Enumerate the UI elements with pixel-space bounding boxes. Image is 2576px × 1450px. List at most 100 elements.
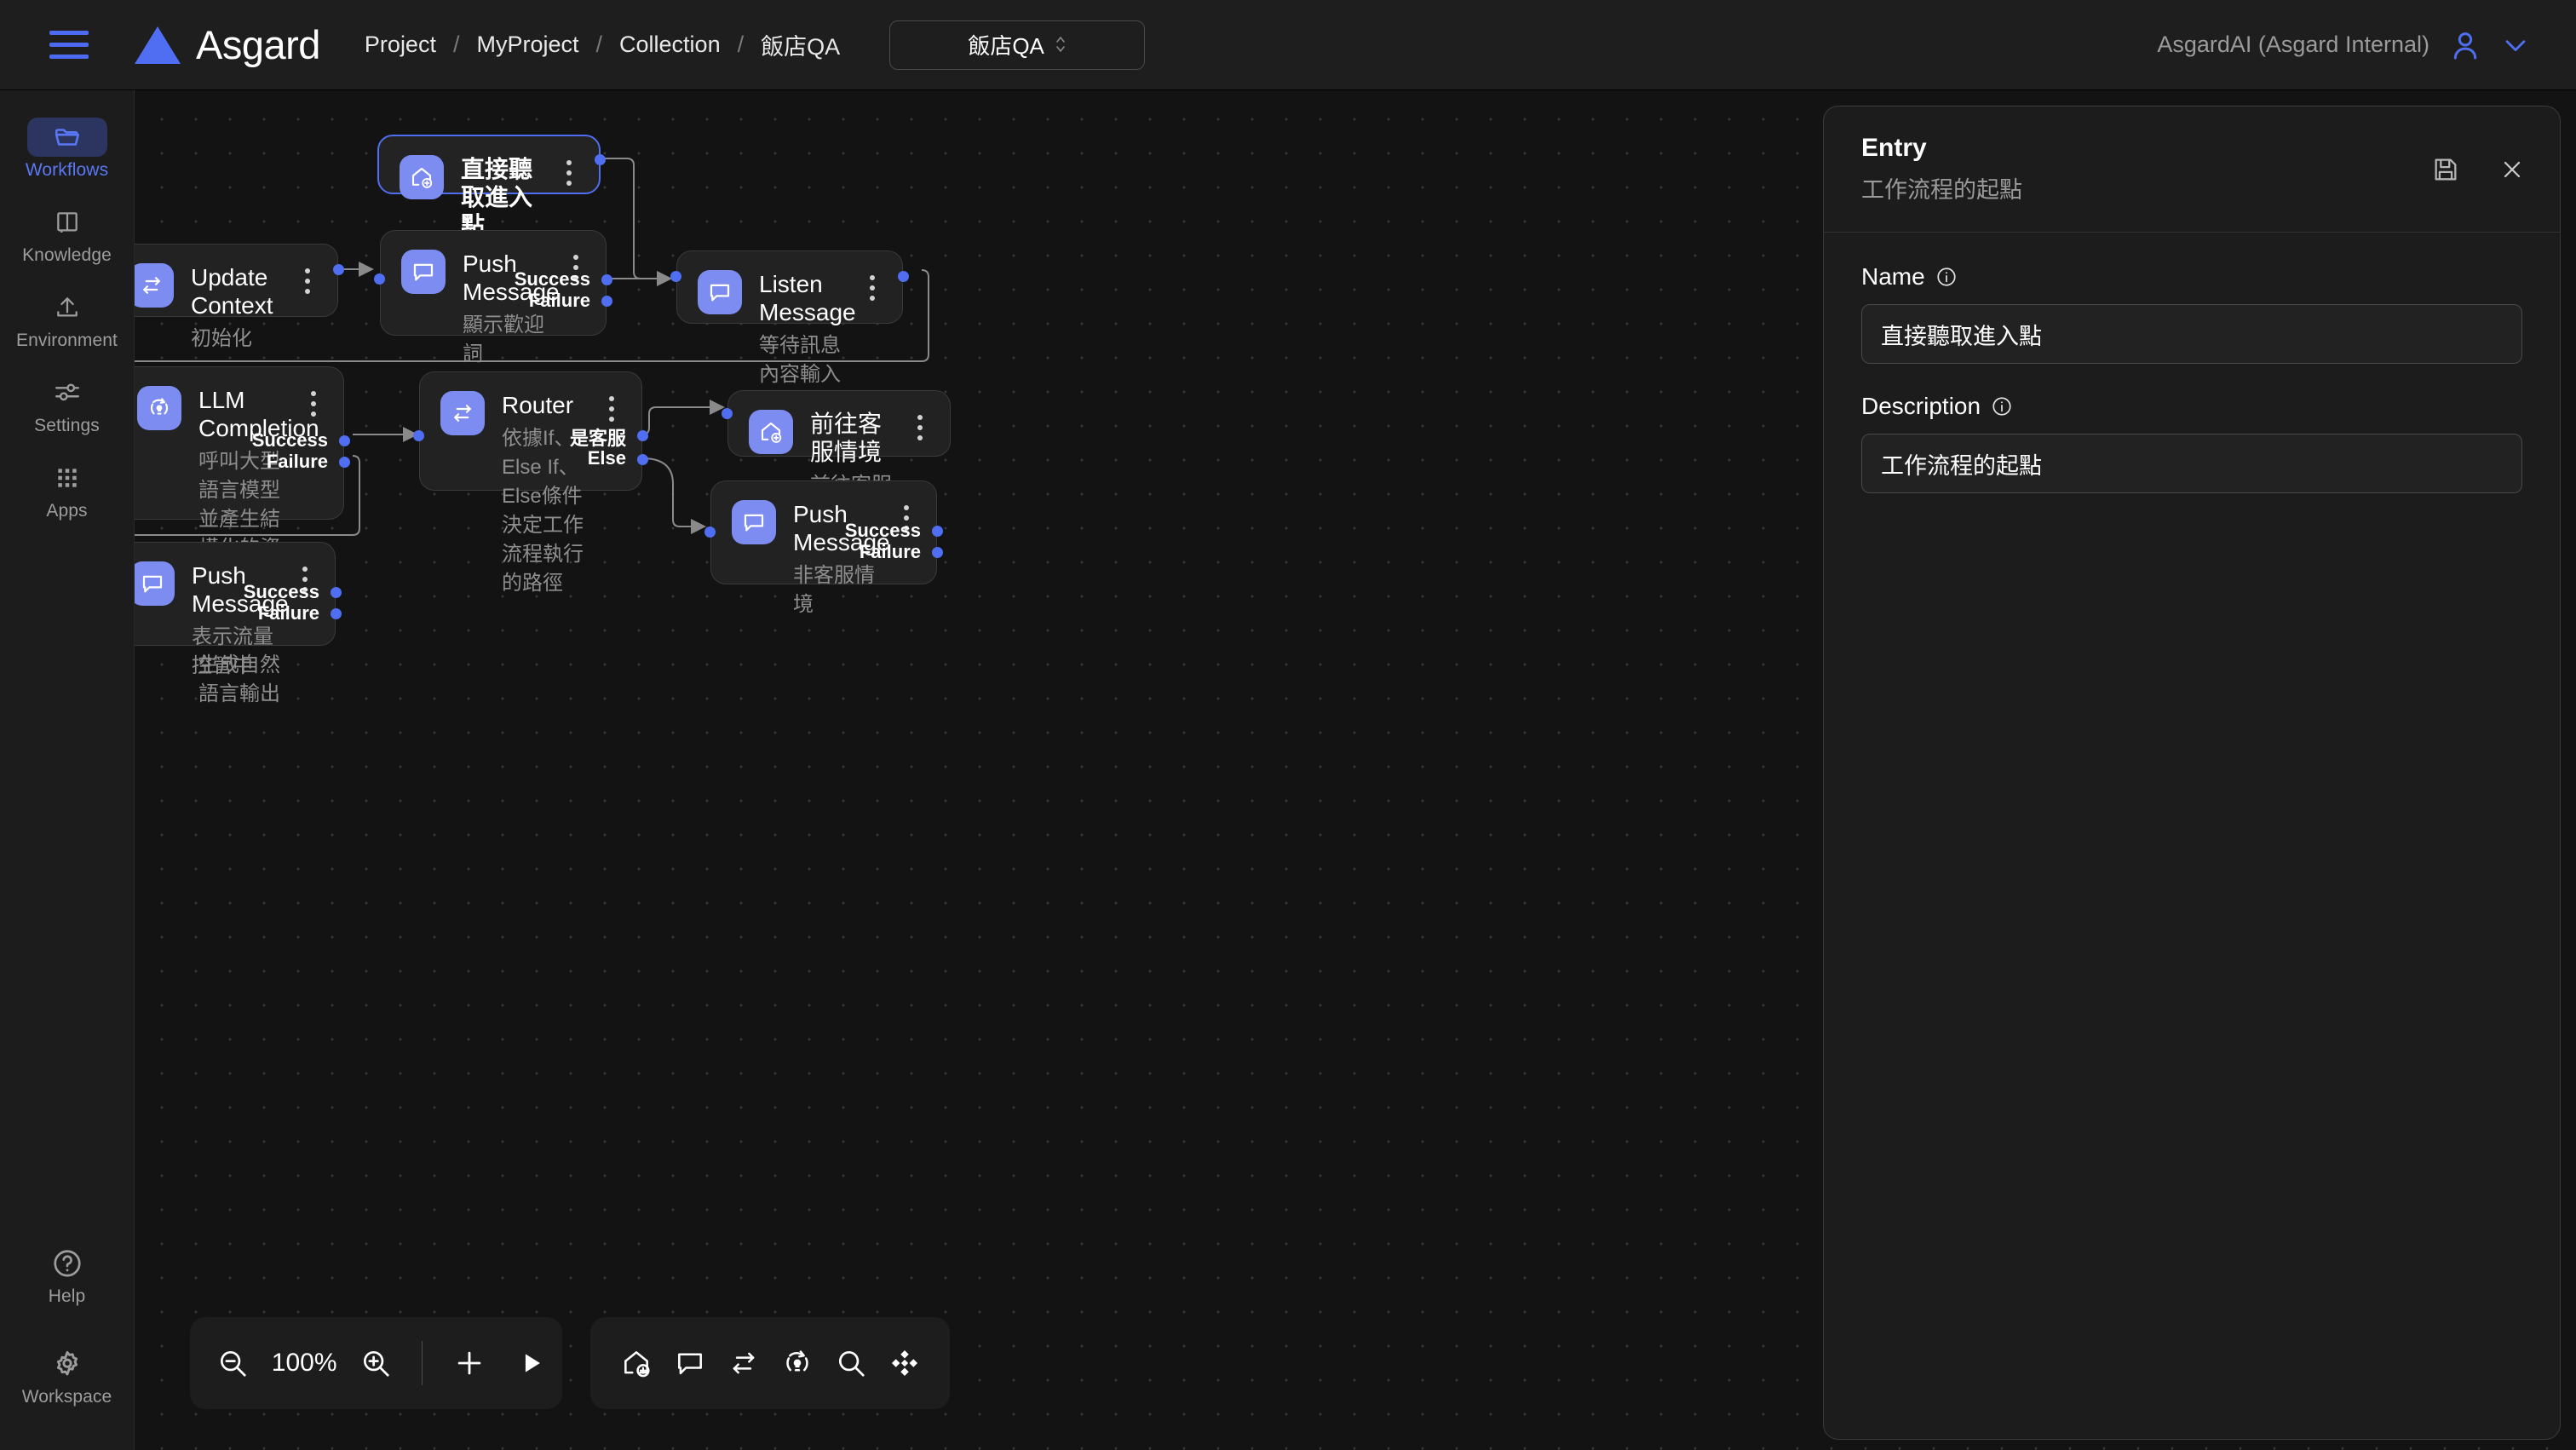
node-output-port[interactable] xyxy=(898,271,909,282)
node-subtitle: 表示流量控管中 xyxy=(192,625,273,678)
chat-bubble-icon[interactable] xyxy=(664,1338,716,1389)
node-output-port-success[interactable] xyxy=(932,526,943,537)
home-plus-icon xyxy=(400,155,444,199)
node-title: Router xyxy=(502,392,574,418)
node-title: Push Message xyxy=(463,250,560,306)
node-input-port[interactable] xyxy=(722,408,733,419)
workflow-node-llm-completion[interactable]: LLM Completion 呼叫大型語言模型並產生結構化的資料輸出以輔助流程的… xyxy=(135,366,350,705)
workflow-node-entry[interactable]: 直接聽取進入點 工作流程的起點 xyxy=(377,135,606,328)
workflow-node-update-context[interactable]: Update Context 初始化 xyxy=(135,244,344,350)
workflow-node-listen-message[interactable]: Listen Message 等待訊息內容輸入 xyxy=(670,250,909,386)
breadcrumb: Project / MyProject / Collection / 飯店QA xyxy=(365,28,840,61)
description-input[interactable] xyxy=(1861,434,2522,493)
save-disk-icon[interactable] xyxy=(2429,152,2463,187)
node-output-port-failure[interactable] xyxy=(601,296,612,307)
breadcrumb-item-myproject[interactable]: MyProject xyxy=(476,32,579,57)
search-icon[interactable] xyxy=(825,1338,877,1389)
node-input-port[interactable] xyxy=(670,271,681,282)
sidebar-item-workflows[interactable]: Workflows xyxy=(17,114,118,187)
workflow-node-push-nonservice[interactable]: Push Message 非客服情境 Success Failure xyxy=(704,480,943,616)
brand-logo[interactable]: Asgard xyxy=(135,21,320,68)
sidebar-item-knowledge[interactable]: Knowledge xyxy=(17,199,118,273)
account-area[interactable]: AsgardAI (Asgard Internal) xyxy=(2157,28,2530,62)
chat-bubble-icon xyxy=(732,500,776,544)
workflow-node-goto-service[interactable]: 前往客服情境 前往客服情境 xyxy=(722,390,951,526)
workflow-node-router[interactable]: Router 依據If、Else If、Else條件決定工作流程執行的路徑 是客… xyxy=(413,371,648,595)
sidebar-item-apps[interactable]: Apps xyxy=(17,455,118,528)
llm-bulb-icon[interactable] xyxy=(772,1338,823,1389)
chevron-updown-icon xyxy=(1055,34,1067,55)
sidebar-item-settings[interactable]: Settings xyxy=(17,370,118,443)
description-label-text: Description xyxy=(1861,393,1981,419)
chevron-down-icon[interactable] xyxy=(2501,31,2530,60)
question-circle-icon xyxy=(27,1244,107,1283)
hamburger-menu-icon[interactable] xyxy=(49,28,90,62)
left-sidebar: Workflows Knowledge Environment xyxy=(0,90,135,1450)
node-output-label-else: Else xyxy=(587,447,626,469)
node-output-port-yes-service[interactable] xyxy=(637,430,648,441)
run-workflow-button[interactable] xyxy=(500,1332,562,1395)
node-input-port[interactable] xyxy=(413,430,424,441)
node-title: Push Message xyxy=(793,501,890,556)
node-input-port[interactable] xyxy=(704,526,716,538)
info-icon[interactable] xyxy=(1991,395,2013,417)
node-output-port-else[interactable] xyxy=(637,454,648,465)
node-menu-icon[interactable] xyxy=(909,413,931,442)
zoom-level[interactable]: 100% xyxy=(271,1349,337,1377)
node-output-label-success: Success xyxy=(251,429,328,451)
node-output-port-success[interactable] xyxy=(331,587,342,598)
node-output-port-success[interactable] xyxy=(339,435,350,446)
node-title: 直接聽取進入點 xyxy=(461,156,533,239)
sidebar-item-workspace[interactable]: Workspace xyxy=(17,1341,118,1414)
node-output-port-failure[interactable] xyxy=(331,608,342,619)
sidebar-item-label: Workflows xyxy=(25,160,109,180)
top-bar: Asgard Project / MyProject / Collection … xyxy=(0,0,2576,90)
upload-icon xyxy=(27,288,107,327)
add-node-button[interactable] xyxy=(438,1332,500,1395)
node-menu-icon[interactable] xyxy=(294,565,316,594)
close-x-icon[interactable] xyxy=(2495,152,2529,187)
node-subtitle: 等待訊息內容輸入 xyxy=(759,334,841,387)
breadcrumb-item-project[interactable]: Project xyxy=(364,32,436,57)
node-output-port-failure[interactable] xyxy=(932,547,943,558)
node-input-port[interactable] xyxy=(374,273,385,285)
swap-arrows-icon xyxy=(440,391,485,435)
description-field-label: Description xyxy=(1861,393,2522,420)
collection-selector[interactable]: 飯店QA xyxy=(889,20,1146,70)
sidebar-item-environment[interactable]: Environment xyxy=(16,285,118,358)
name-field-label: Name xyxy=(1861,263,2522,291)
move-arrows-icon[interactable] xyxy=(879,1338,930,1389)
name-label-text: Name xyxy=(1861,263,1925,290)
breadcrumb-item-current[interactable]: 飯店QA xyxy=(761,34,841,60)
breadcrumb-item-collection[interactable]: Collection xyxy=(619,32,721,57)
zoom-toolbar: 100% xyxy=(190,1317,562,1409)
grid-dots-icon xyxy=(27,458,107,498)
node-menu-icon[interactable] xyxy=(895,503,917,532)
info-icon[interactable] xyxy=(1935,266,1958,288)
node-menu-icon[interactable] xyxy=(861,273,883,302)
name-input[interactable] xyxy=(1861,304,2522,364)
zoom-out-icon[interactable] xyxy=(202,1332,264,1395)
node-menu-icon[interactable] xyxy=(565,253,587,282)
chat-bubble-icon xyxy=(135,561,175,606)
workflow-node-push-welcome[interactable]: Push Message 顯示歡迎詞 Success Failure xyxy=(374,230,612,365)
node-menu-icon[interactable] xyxy=(302,389,325,418)
node-menu-icon[interactable] xyxy=(558,158,580,187)
sidebar-item-help[interactable]: Help xyxy=(17,1240,118,1314)
node-output-port[interactable] xyxy=(595,154,606,165)
brand-name: Asgard xyxy=(196,22,320,67)
node-menu-icon[interactable] xyxy=(601,394,623,423)
node-menu-icon[interactable] xyxy=(296,267,319,296)
home-plus-icon[interactable] xyxy=(611,1338,662,1389)
zoom-in-icon[interactable] xyxy=(344,1332,406,1395)
collection-selector-value: 飯店QA xyxy=(968,33,1044,59)
user-avatar-icon[interactable] xyxy=(2448,28,2482,62)
chat-bubble-icon xyxy=(401,250,446,294)
sliders-icon xyxy=(27,373,107,412)
workflow-node-push-throttle[interactable]: Push Message 表示流量控管中 Success Failure xyxy=(135,542,342,677)
node-output-port-success[interactable] xyxy=(601,274,612,285)
node-output-port-failure[interactable] xyxy=(339,457,350,468)
swap-arrows-icon[interactable] xyxy=(718,1338,769,1389)
node-output-port[interactable] xyxy=(333,264,344,275)
chat-bubble-icon xyxy=(698,270,742,314)
